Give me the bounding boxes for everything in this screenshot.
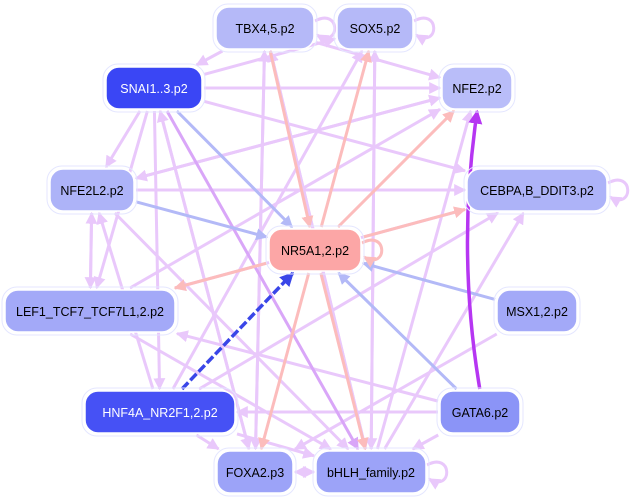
node-label: TBX4,5.p2 [235, 22, 294, 36]
edge-bhlh-to-cebpa [383, 211, 525, 450]
node-label: HNF4A_NR2F1,2.p2 [102, 406, 217, 420]
node-box[interactable] [336, 6, 414, 50]
node-label: NR5A1,2.p2 [281, 244, 349, 258]
edge-nfe2l2-to-nr5a1 [135, 200, 269, 241]
node-halo [1, 286, 179, 336]
edge-tbx45-to-snai [195, 49, 224, 67]
node-box[interactable] [49, 168, 135, 212]
node-foxa2[interactable]: FOXA2.p3 [213, 447, 297, 497]
node-msx[interactable]: MSX1,2.p2 [493, 286, 581, 336]
node-box[interactable] [4, 289, 176, 333]
node-label: NFE2.p2 [452, 82, 501, 96]
edge-hnf4a-to-foxa2 [195, 433, 220, 451]
edges-layer [84, 16, 630, 490]
edge-msx-to-foxa2 [293, 332, 498, 451]
node-halo [213, 447, 297, 497]
node-sox5[interactable]: SOX5.p2 [333, 3, 417, 53]
edge-hnf4a-to-bhlh [236, 432, 316, 459]
node-box[interactable] [84, 390, 236, 434]
node-cebpa[interactable]: CEBPA,B_DDIT3.p2 [463, 165, 611, 215]
node-box[interactable] [441, 66, 513, 110]
node-box[interactable] [315, 450, 427, 494]
node-label: NFE2L2.p2 [60, 184, 123, 198]
edge-lef1-to-bhlh [129, 332, 332, 451]
node-label: bHLH_family.p2 [327, 466, 415, 480]
node-lef1[interactable]: LEF1_TCF7_TCF7L1,2.p2 [1, 286, 179, 336]
node-halo [438, 63, 516, 113]
edge-hnf4a-to-nr5a1 [180, 271, 295, 391]
node-box[interactable] [268, 228, 362, 272]
node-gata6[interactable]: GATA6.p2 [436, 387, 524, 437]
node-halo [102, 63, 206, 113]
node-halo [265, 225, 365, 275]
edge-hnf4a-to-sox5 [171, 49, 364, 390]
edge-nr5a1-to-cebpa [362, 206, 467, 239]
node-halo [212, 3, 318, 53]
node-label: FOXA2.p3 [226, 466, 284, 480]
node-halo [436, 387, 524, 437]
edge-snai-to-cebpa [203, 99, 467, 174]
node-label: SOX5.p2 [350, 22, 401, 36]
node-snai[interactable]: SNAI1..3.p2 [102, 63, 206, 113]
edge-snai-to-hnf4a [152, 110, 166, 391]
node-nr5a1[interactable]: NR5A1,2.p2 [265, 225, 365, 275]
self-loop-nr5a1 [361, 238, 384, 268]
node-tbx45[interactable]: TBX4,5.p2 [212, 3, 318, 53]
edge-nr5a1-to-lef1 [173, 261, 268, 291]
node-halo [333, 3, 417, 53]
self-loop-sox5 [413, 16, 436, 46]
node-box[interactable] [439, 390, 521, 434]
edge-gata6-to-nr5a1 [337, 271, 458, 391]
edge-nr5a1-to-nfe2 [336, 109, 456, 229]
edge-foxa2-to-tbx45 [254, 49, 271, 450]
node-label: CEBPA,B_DDIT3.p2 [480, 184, 594, 198]
node-box[interactable] [466, 168, 608, 212]
edge-gata6-to-bhlh [411, 433, 439, 451]
node-box[interactable] [105, 66, 203, 110]
edge-snai-to-bhlh [165, 110, 360, 451]
self-loop-cebpa [607, 178, 630, 208]
edge-nr5a1-to-bhlh [319, 272, 369, 451]
node-halo [463, 165, 611, 215]
edge-nfe2-to-nfe2l2 [134, 96, 441, 182]
node-box[interactable] [215, 6, 315, 50]
node-halo [493, 286, 581, 336]
edge-hnf4a-to-cebpa [198, 211, 499, 391]
edge-tbx45-to-nr5a1 [268, 50, 314, 229]
node-nfe2l2[interactable]: NFE2L2.p2 [46, 165, 138, 215]
edge-nr5a1-to-foxa2 [258, 272, 311, 451]
edge-gata6-to-nfe2 [465, 109, 483, 390]
node-label: MSX1,2.p2 [506, 305, 568, 319]
edge-bhlh-to-sox5 [368, 49, 381, 450]
node-label: SNAI1..3.p2 [120, 82, 187, 96]
edge-snai-to-nfe2l2 [104, 110, 142, 169]
node-label: LEF1_TCF7_TCF7L1,2.p2 [16, 305, 164, 319]
edge-lef1-to-nfe2l2 [85, 211, 98, 289]
edge-snai-to-nr5a1 [175, 109, 294, 229]
self-loop-bhlh [426, 460, 449, 490]
edge-nr5a1-to-sox5 [319, 49, 372, 228]
node-bhlh[interactable]: bHLH_family.p2 [312, 447, 430, 497]
node-label: GATA6.p2 [452, 406, 509, 420]
edge-lef1-to-nfe2 [129, 108, 442, 290]
node-halo [46, 165, 138, 215]
node-nfe2[interactable]: NFE2.p2 [438, 63, 516, 113]
node-hnf4a[interactable]: HNF4A_NR2F1,2.p2 [81, 387, 239, 437]
node-box[interactable] [216, 450, 294, 494]
edge-nfe2l2-to-bhlh [113, 211, 350, 451]
edge-msx-to-nr5a1 [361, 260, 496, 301]
node-halo [81, 387, 239, 437]
node-box[interactable] [496, 289, 578, 333]
node-halo [312, 447, 430, 497]
self-loop-tbx45 [314, 16, 337, 46]
